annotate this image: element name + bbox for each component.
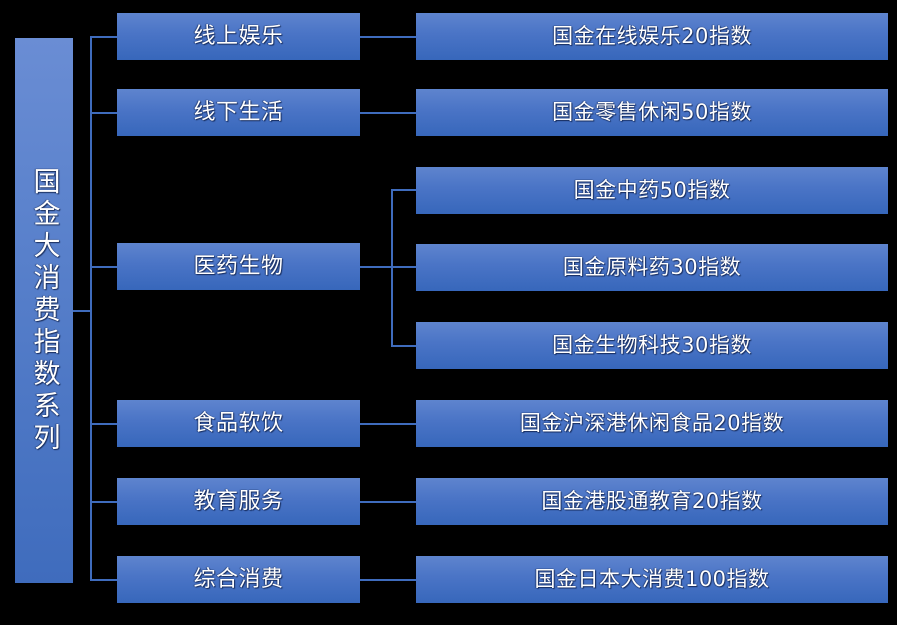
leaf-node-online-entertainment-20-index[interactable]: 国金在线娱乐20指数: [416, 13, 888, 60]
leaf-node-tcm-50-index[interactable]: 国金中药50指数: [416, 167, 888, 214]
connector-trunk-to-branch-6: [90, 579, 118, 581]
connector-trunk-to-branch-3: [90, 266, 118, 268]
leaf-node-hk-sz-sh-snack-food-20-index[interactable]: 国金沪深港休闲食品20指数: [416, 400, 888, 447]
leaf-node-biotech-30-index[interactable]: 国金生物科技30指数: [416, 322, 888, 369]
branch-node-online-entertainment[interactable]: 线上娱乐: [117, 13, 360, 60]
root-node-consumer-index-series[interactable]: 国金大消费指数系列: [15, 38, 73, 583]
connector-root-stub: [73, 310, 92, 312]
connector-branch-5-to-leaf: [360, 501, 417, 503]
connector-trunk-to-branch-5: [90, 501, 118, 503]
leaf-node-hk-connect-education-20-index[interactable]: 国金港股通教育20指数: [416, 478, 888, 525]
connector-branch-3-to-leaf-1: [391, 189, 417, 191]
connector-trunk-to-branch-1: [90, 36, 118, 38]
connector-trunk-to-branch-4: [90, 423, 118, 425]
connector-branch-3-to-leaf-2: [391, 266, 417, 268]
branch-node-offline-life[interactable]: 线下生活: [117, 89, 360, 136]
branch-node-pharma-biotech[interactable]: 医药生物: [117, 243, 360, 290]
branch-node-general-consumption[interactable]: 综合消费: [117, 556, 360, 603]
branch-node-education-services[interactable]: 教育服务: [117, 478, 360, 525]
connector-trunk-to-branch-2: [90, 112, 118, 114]
connector-branch-3-to-leaf-3: [391, 345, 417, 347]
connector-branch-4-to-leaf: [360, 423, 417, 425]
connector-branch-1-to-leaf: [360, 36, 417, 38]
leaf-node-api-30-index[interactable]: 国金原料药30指数: [416, 244, 888, 291]
connector-branch-6-to-leaf: [360, 579, 417, 581]
connector-branch-2-to-leaf: [360, 112, 417, 114]
connector-main-trunk: [90, 36, 92, 581]
leaf-node-retail-leisure-50-index[interactable]: 国金零售休闲50指数: [416, 89, 888, 136]
branch-node-food-beverage[interactable]: 食品软饮: [117, 400, 360, 447]
leaf-node-japan-consumption-100-index[interactable]: 国金日本大消费100指数: [416, 556, 888, 603]
connector-branch-3-stub: [360, 266, 393, 268]
